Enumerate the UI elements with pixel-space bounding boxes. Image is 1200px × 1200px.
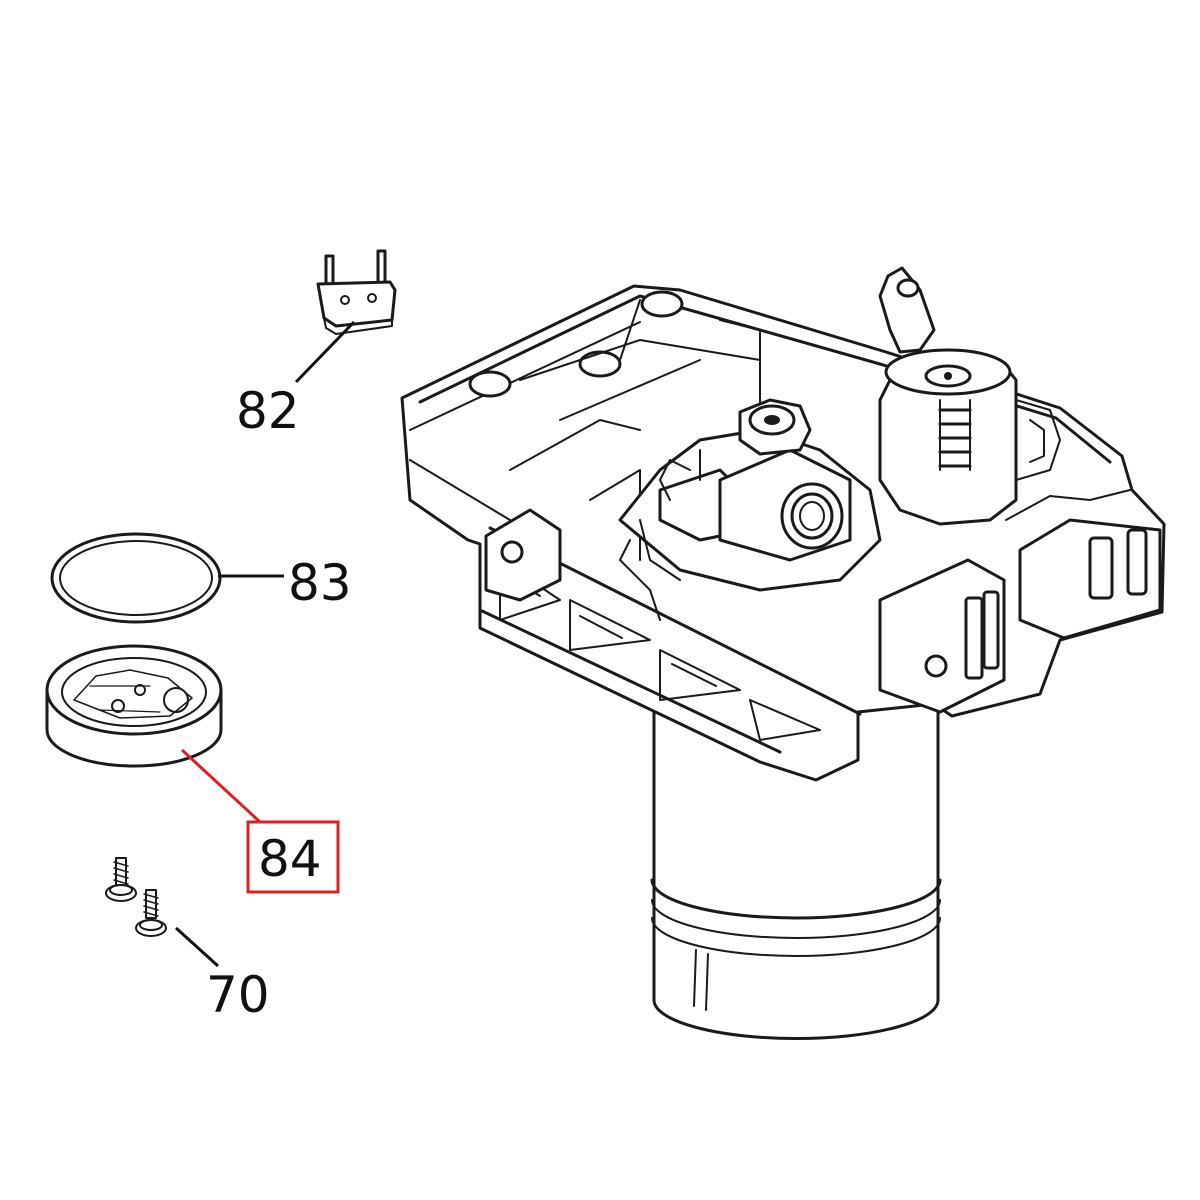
callout-70[interactable]: 70	[206, 966, 270, 1024]
leader-line-82	[294, 320, 356, 384]
screw-2	[135, 889, 167, 937]
callout-83[interactable]: 83	[288, 554, 352, 612]
cylinder-body	[650, 698, 942, 1041]
main-assembly-housing	[400, 266, 1166, 1041]
highlight-box-84	[246, 820, 340, 894]
valve-body	[618, 398, 882, 621]
leader-line-84	[180, 748, 262, 824]
actuator	[878, 266, 1061, 526]
part-84-filter-cup[interactable]	[45, 644, 223, 768]
part-83-o-ring[interactable]	[50, 532, 222, 624]
part-82-micro-switch[interactable]	[316, 249, 397, 335]
screw-1	[105, 857, 137, 902]
callout-84[interactable]: 84	[258, 830, 322, 888]
callout-82[interactable]: 82	[236, 382, 300, 440]
leader-line-70	[174, 926, 220, 968]
part-70-screws[interactable]	[105, 857, 167, 937]
